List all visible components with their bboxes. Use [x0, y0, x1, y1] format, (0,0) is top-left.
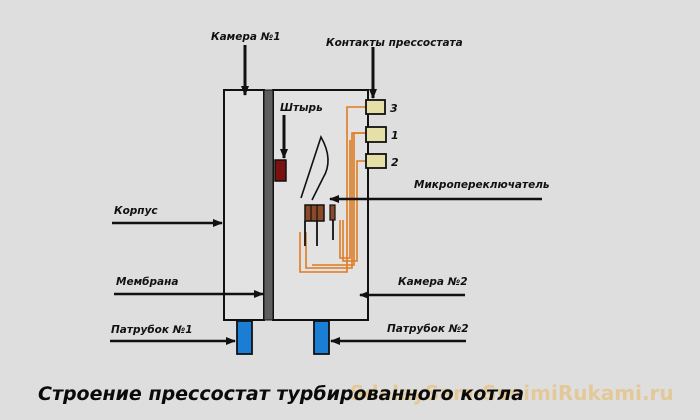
label-microswitch: Микропереключатель [414, 179, 550, 191]
wire-contact-2 [342, 160, 366, 262]
label-membrane: Мембрана [116, 276, 178, 288]
contact-3 [365, 99, 386, 115]
label-chamber-1: Камера №1 [211, 31, 281, 43]
chamber-1-body [223, 89, 265, 321]
label-pipe-1: Патрубок №1 [111, 324, 193, 336]
contact-2 [365, 153, 387, 169]
contact-number-3: 3 [390, 102, 398, 115]
wire-contact-3 [299, 106, 366, 273]
label-pin: Штырь [280, 102, 323, 114]
contact-1 [365, 126, 387, 143]
contacts: 3 1 2 [365, 99, 399, 169]
pipe-2 [313, 320, 330, 355]
flame-lever [300, 135, 329, 201]
diagram-title: Строение прессостат турбированного котла [38, 383, 524, 405]
pipe-1 [236, 320, 253, 355]
contact-number-2: 2 [391, 156, 399, 169]
label-contacts: Контакты прессостата [326, 37, 463, 49]
membrane [263, 89, 274, 321]
label-body: Корпус [114, 205, 158, 217]
microswitch [304, 204, 336, 246]
pin [274, 159, 287, 182]
contact-number-1: 1 [391, 129, 399, 142]
watermark: SdelaySam-SvoimiRukami.ru [350, 381, 674, 405]
label-pipe-2: Патрубок №2 [387, 323, 469, 335]
label-chamber-2: Камера №2 [398, 276, 468, 288]
switch-block [304, 204, 325, 222]
switch-contact-single [329, 204, 336, 221]
pointer-arrows [110, 45, 542, 345]
